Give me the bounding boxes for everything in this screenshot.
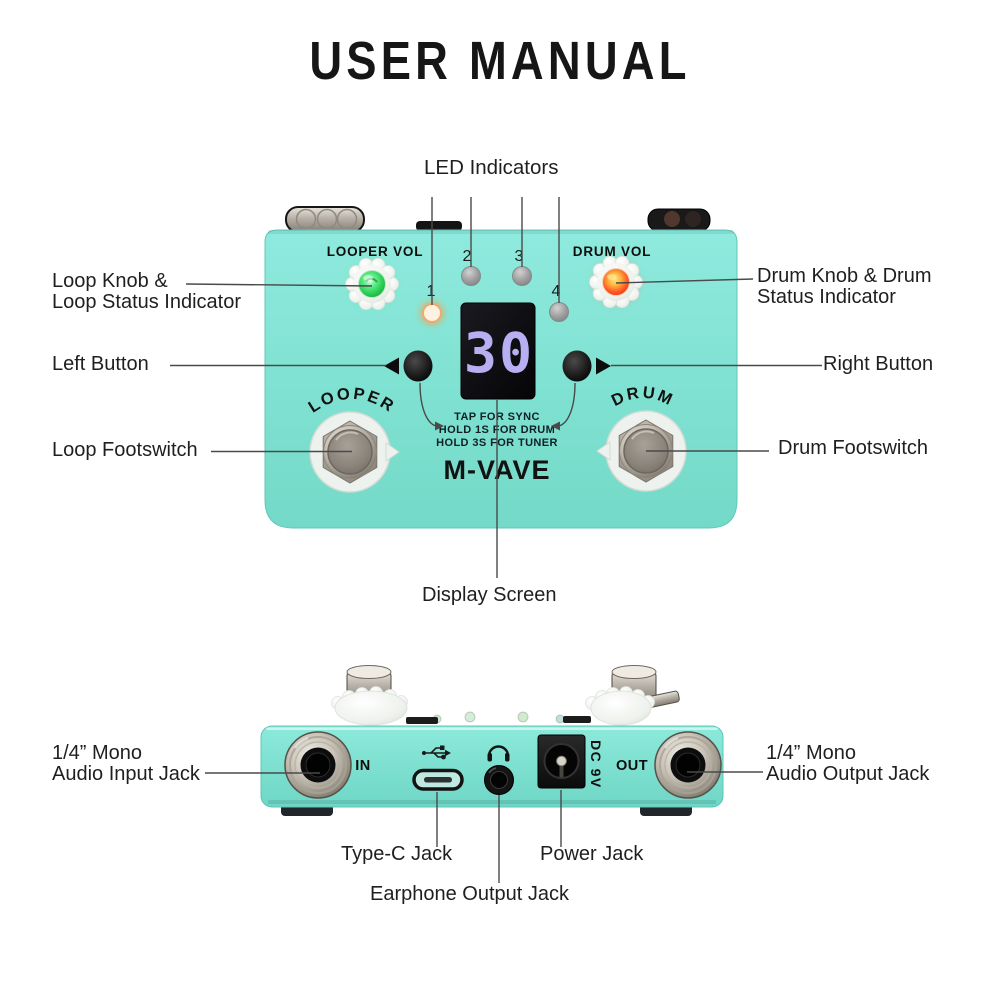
audio-output-jack	[654, 731, 722, 799]
looper-vol-print: LOOPER VOL	[327, 244, 424, 259]
drum-knob-line	[615, 278, 754, 284]
rear-edge-leds	[406, 711, 591, 724]
in-print: IN	[355, 758, 371, 774]
display-value: 30	[464, 321, 534, 385]
usb-icon	[422, 745, 451, 760]
panel-highlight	[266, 727, 718, 730]
page-title: USER MANUAL	[309, 31, 691, 91]
led-4-number: 4	[552, 283, 561, 300]
pedal-rear-view: IN	[260, 665, 724, 816]
callout-output-jack: 1/4” Mono Audio Output Jack	[766, 743, 929, 785]
callout-loop-knob-line1: Loop Knob &	[52, 270, 168, 292]
callout-loop-knob-line2: Loop Status Indicator	[52, 291, 242, 313]
callout-input-jack: 1/4” Mono Audio Input Jack	[52, 743, 200, 785]
left-curve-arrowhead	[435, 421, 444, 431]
led-1-number: 1	[427, 283, 436, 300]
right-arrow-print	[596, 357, 611, 375]
headphone-icon	[487, 745, 510, 762]
dc-9v-print: DC 9V	[588, 740, 604, 789]
drum-knob	[589, 255, 643, 309]
led-1	[419, 300, 445, 326]
led-3-number: 3	[515, 248, 524, 265]
callout-power-jack: Power Jack	[540, 843, 644, 865]
led-2	[461, 266, 481, 286]
rear-panel	[260, 725, 724, 808]
led-4	[549, 302, 569, 322]
power-jack	[537, 734, 586, 789]
callout-right-button: Right Button	[823, 353, 934, 375]
callout-output-jack-line1: 1/4” Mono	[766, 742, 857, 764]
led-2-number: 2	[463, 248, 472, 265]
callout-output-jack-line2: Audio Output Jack	[766, 763, 930, 785]
right-button-curve	[558, 382, 576, 427]
display-screen: 30	[460, 302, 536, 400]
rear-edge-jack-right	[647, 208, 711, 232]
out-print: OUT	[616, 758, 648, 774]
drum-vol-print: DRUM VOL	[573, 244, 651, 259]
rear-edge-jack-left	[285, 206, 365, 233]
callout-loop-footswitch: Loop Footswitch	[52, 439, 198, 461]
earphone-jack	[484, 765, 514, 795]
loop-knob	[345, 257, 399, 311]
right-button	[562, 350, 592, 382]
loop-knob-line	[185, 283, 373, 287]
callout-type-c-jack: Type-C Jack	[341, 843, 453, 865]
callout-drum-footswitch: Drum Footswitch	[778, 437, 929, 459]
callout-drum-knob-line2: Status Indicator	[757, 286, 896, 308]
callout-drum-knob-line1: Drum Knob & Drum	[757, 265, 932, 287]
rear-behind-right	[585, 665, 680, 726]
left-button-curve	[419, 382, 437, 427]
pedal-top-view: LOOPER VOL DRUM VOL	[264, 206, 738, 529]
callout-left-button: Left Button	[52, 353, 149, 375]
callout-input-jack-line2: Audio Input Jack	[52, 763, 200, 785]
enclosure-edge-shade	[268, 230, 734, 234]
callout-lines	[170, 197, 822, 883]
callout-loop-knob: Loop Knob & Loop Status Indicator	[52, 271, 241, 313]
left-arrow-print	[384, 357, 399, 375]
rear-behind-left	[331, 665, 408, 726]
right-curve-arrowhead	[551, 421, 560, 431]
callout-input-jack-line1: 1/4” Mono	[52, 742, 143, 764]
type-c-port	[412, 768, 464, 791]
led-3	[512, 266, 532, 286]
callout-earphone-jack: Earphone Output Jack	[370, 883, 570, 905]
callout-led-indicators: LED Indicators	[424, 156, 559, 179]
audio-input-jack	[284, 731, 352, 799]
rear-edge-port	[416, 221, 462, 231]
callout-drum-knob: Drum Knob & Drum Status Indicator	[757, 266, 932, 308]
callout-display-screen: Display Screen	[422, 584, 557, 606]
left-button	[403, 350, 433, 382]
panel-shadow	[268, 800, 716, 804]
